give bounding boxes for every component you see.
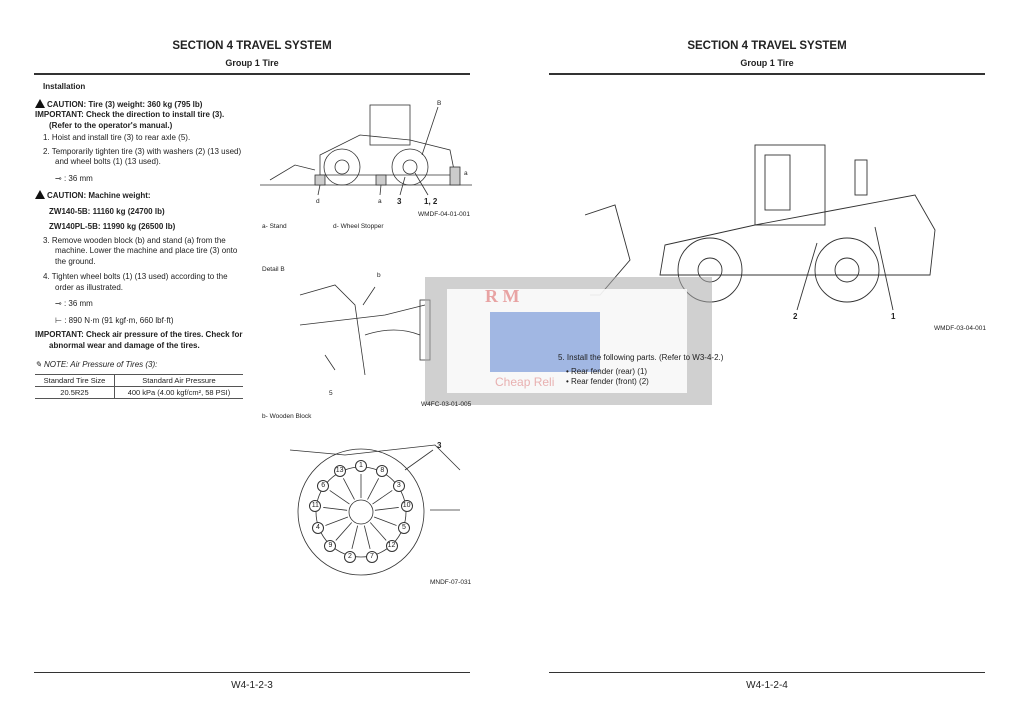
bolt-leader-line — [329, 490, 350, 505]
wrench-logo-icon — [490, 312, 600, 372]
bolt-leader-line — [363, 525, 371, 549]
label-b-lower: b — [377, 272, 381, 279]
warning-icon — [35, 190, 45, 199]
torque-value: : 890 N·m (91 kgf·m, 660 lbf·ft) — [64, 315, 174, 325]
label-2: 2 — [793, 312, 798, 321]
bolt-leader-line — [373, 516, 397, 526]
bolt-number: 7 — [366, 550, 378, 563]
group-title-left: Group 1 Tire — [225, 58, 279, 68]
legend-wooden-block: b- Wooden Block — [262, 413, 312, 420]
bolt-number: 1 — [355, 460, 367, 472]
bolt-number: 2 — [343, 550, 356, 563]
heading: Installation — [43, 82, 86, 91]
section-title-left: SECTION 4 TRAVEL SYSTEM — [172, 40, 332, 52]
wrench-icon: ⊸ — [55, 173, 62, 183]
label-b: B — [437, 100, 442, 107]
bolt-number: 3 — [392, 479, 405, 492]
bolt-leader-line — [372, 490, 393, 505]
figure-code: WMDF-04-01-001 — [418, 211, 471, 218]
bullet-rear-fender-rear: Rear fender (rear) (1) — [571, 366, 648, 376]
section-title-right: SECTION 4 TRAVEL SYSTEM — [687, 40, 847, 52]
label-a-right: a — [464, 170, 468, 177]
step-2: 2. Temporarily tighten tire (3) with was… — [43, 146, 242, 167]
wrench-size-2: : 36 mm — [63, 299, 93, 308]
step-5-block: 5. Install the following parts. (Refer t… — [558, 353, 808, 388]
caution-tire-weight: CAUTION: Tire (3) weight: 360 kg (795 lb… — [47, 99, 203, 109]
step-3: 3. Remove wooden block (b) and stand (a)… — [43, 235, 238, 266]
loader-fender-figure — [585, 144, 936, 311]
loader-side-figure — [260, 104, 472, 196]
table-header: Standard Tire Size — [35, 373, 115, 387]
footer-rule-right — [549, 672, 985, 673]
legend-wheel-stopper: d- Wheel Stopper — [333, 223, 384, 230]
bolt-leader-line — [369, 522, 387, 541]
page-number-right: W4-1-2-4 — [746, 680, 788, 691]
bolt-number: 9 — [324, 540, 337, 553]
table-header: Standard Air Pressure — [113, 373, 243, 387]
bolt-leader-line — [374, 507, 399, 511]
label-5: 5 — [329, 390, 333, 397]
step-5: 5. Install the following parts. (Refer t… — [558, 353, 724, 362]
label-3-wheel: 3 — [437, 441, 442, 450]
step-1: 1. Hoist and install tire (3) to rear ax… — [43, 133, 191, 142]
bolt-leader-line — [325, 516, 349, 526]
warning-icon — [35, 98, 45, 108]
detail-b-figure — [299, 284, 431, 376]
bolt-number: 11 — [309, 500, 322, 513]
note: NOTE: Air Pressure of Tires (3): — [43, 360, 158, 369]
bolt-leader-line — [335, 522, 353, 541]
weight-zw140: ZW140-5B: 11160 kg (24700 lb) — [49, 206, 165, 216]
important-direction: IMPORTANT: Check the direction to instal… — [35, 110, 225, 119]
label-1-2: 1, 2 — [424, 197, 438, 206]
wrench-icon: ⊸ — [55, 299, 62, 308]
detail-b-title: Detail B — [262, 266, 285, 273]
bolt-number: 6 — [317, 479, 330, 492]
bolt-number: 4 — [311, 522, 324, 535]
bolt-number: 12 — [385, 540, 398, 553]
bolt-number: 5 — [398, 522, 410, 535]
important-air-pressure: IMPORTANT: Check air pressure of the tir… — [35, 330, 243, 350]
table-cell: 20.5R25 — [35, 385, 115, 399]
label-3: 3 — [397, 197, 402, 206]
figure-code-right: WMDF-03-04-001 — [934, 325, 987, 332]
page-number-left: W4-1-2-3 — [231, 680, 273, 691]
caution-machine-weight: CAUTION: Machine weight: — [47, 191, 151, 200]
bolt-leader-line — [351, 525, 359, 549]
group-title-right: Group 1 Tire — [740, 58, 794, 68]
instructions: Installation CAUTION: Tire (3) weight: 3… — [35, 82, 247, 399]
header-rule-right — [549, 73, 985, 75]
label-a: a — [378, 198, 382, 205]
bolt-leader-line — [367, 478, 380, 500]
wrench-size: : 36 mm — [63, 173, 93, 183]
watermark-text: Cheap Reli — [495, 375, 555, 389]
pencil-icon: ✎ — [35, 360, 42, 369]
label-d: d — [316, 198, 320, 205]
watermark: R M Cheap Reli — [425, 277, 712, 405]
watermark-logo: R M — [485, 286, 520, 306]
bullet-rear-fender-front: Rear fender (front) (2) — [571, 377, 649, 386]
footer-rule-left — [34, 672, 470, 673]
header-rule-left — [34, 73, 470, 75]
bolt-leader-line — [342, 478, 355, 500]
weight-zw140pl: ZW140PL-5B: 11990 kg (26500 lb) — [49, 222, 176, 231]
important-ref: (Refer to the operator's manual.) — [49, 120, 173, 130]
legend-stand: a- Stand — [262, 223, 287, 230]
label-1: 1 — [891, 312, 896, 321]
bolt-number: 8 — [376, 465, 389, 478]
torque-wrench-icon: ⊢ — [55, 315, 62, 325]
figure-code-3: MNDF-07-031 — [430, 579, 472, 586]
figure-code-2: W4FC-03-01-005 — [421, 401, 472, 408]
bolt-number: 10 — [400, 500, 413, 513]
bolt-leader-line — [323, 507, 348, 511]
step-4: 4. Tighten wheel bolts (1) (13 used) acc… — [43, 272, 228, 292]
bolt-number: 13 — [333, 465, 346, 478]
table-cell: 400 kPa (4.00 kgf/cm², 58 PSI) — [113, 385, 243, 399]
